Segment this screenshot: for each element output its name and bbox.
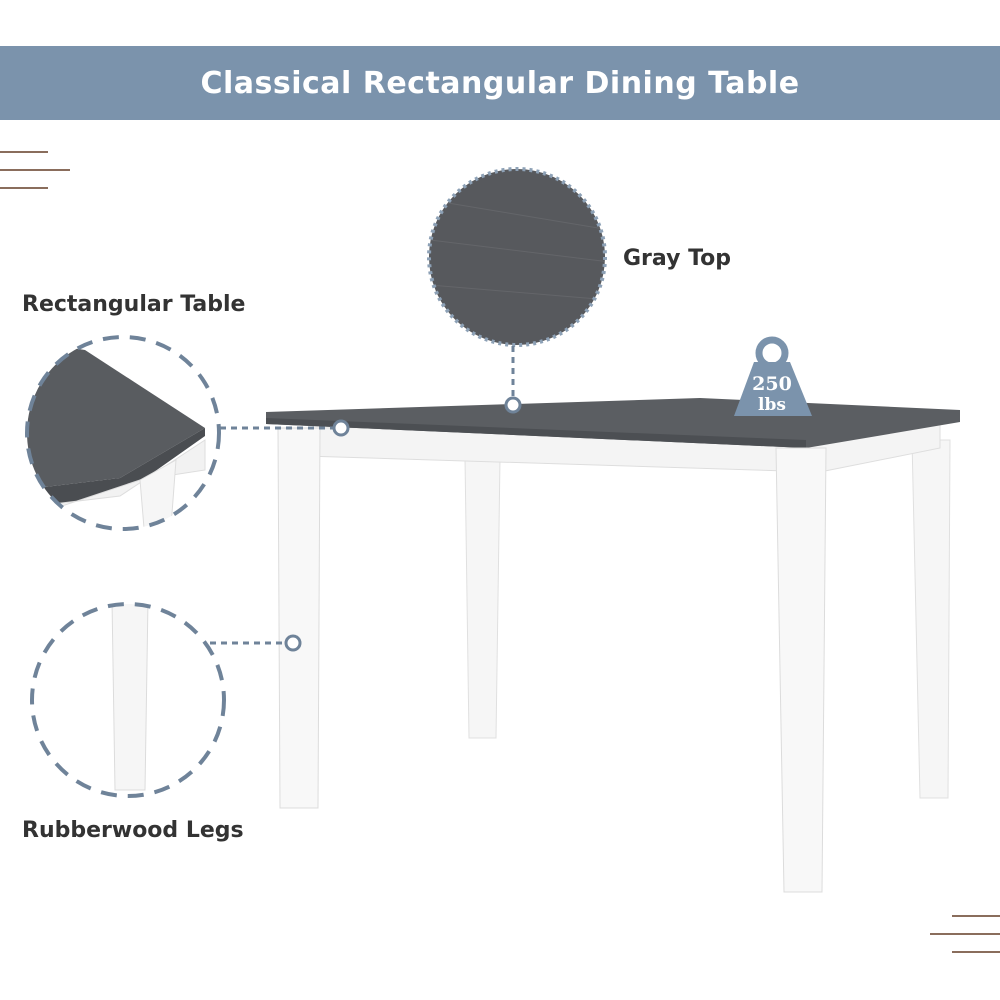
- weight-unit: lbs: [758, 395, 786, 415]
- callout-label-rectangular-table: Rectangular Table: [22, 292, 246, 317]
- title-banner: Classical Rectangular Dining Table: [0, 46, 1000, 120]
- dining-table: [266, 398, 960, 893]
- banner-title: Classical Rectangular Dining Table: [200, 65, 800, 101]
- weight-capacity-icon: 250 lbs: [734, 336, 812, 416]
- callout-label-gray-top: Gray Top: [623, 246, 732, 271]
- gray-top-callout: [427, 167, 607, 414]
- decor-lines-top-left: [0, 151, 70, 189]
- table-leg-front-left: [277, 427, 321, 809]
- table-leg-back-left: [464, 457, 501, 739]
- legs-zoom-callout: [30, 602, 302, 798]
- table-leg-front-right: [775, 447, 827, 893]
- callout-label-legs: Rubberwood Legs: [22, 818, 244, 843]
- decor-lines-bottom-right: [930, 915, 1000, 953]
- table-leg-back-right: [911, 439, 951, 799]
- weight-value: 250: [752, 373, 792, 395]
